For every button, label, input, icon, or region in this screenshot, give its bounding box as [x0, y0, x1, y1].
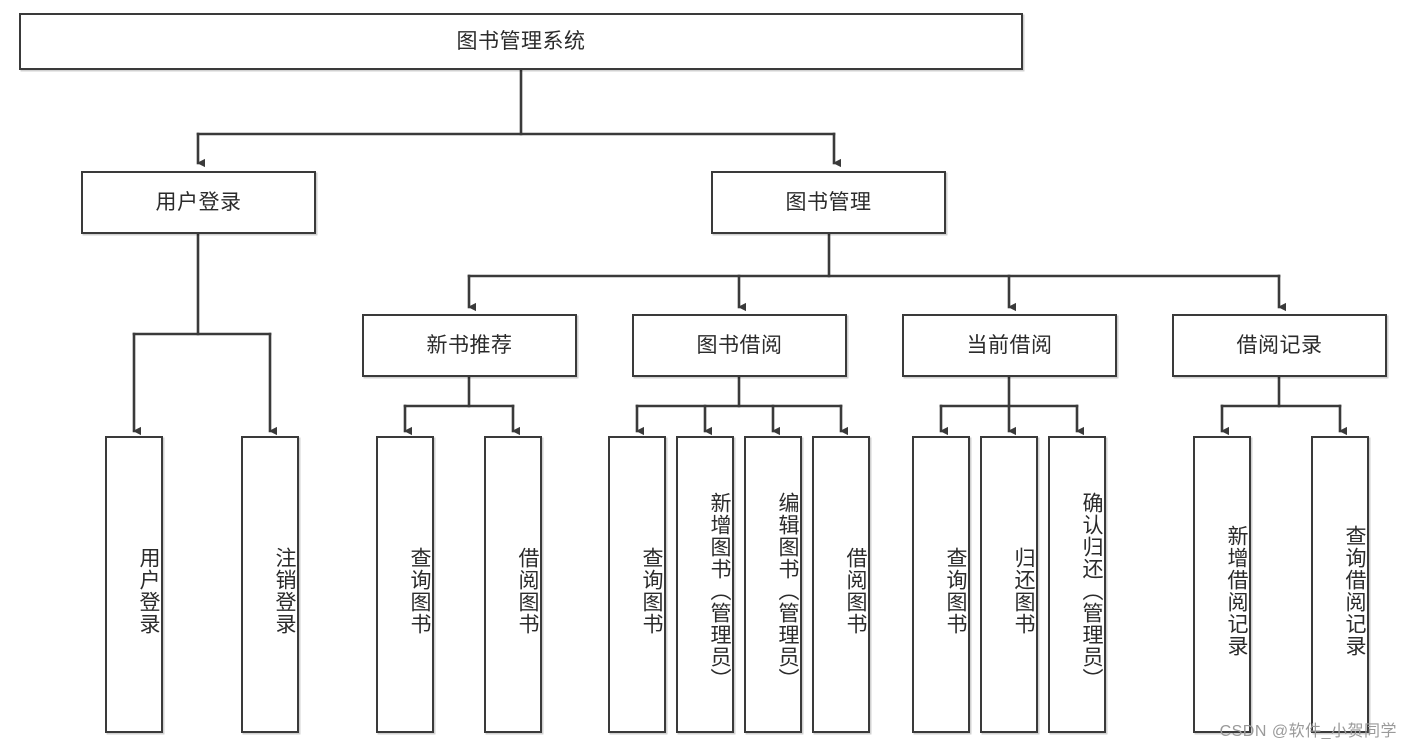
leaf-user-login[interactable]: 用户登录 — [105, 436, 163, 733]
node-borrow-record[interactable]: 借阅记录 — [1172, 314, 1387, 377]
node-book-borrow[interactable]: 图书借阅 — [632, 314, 847, 377]
leaf-query-book-recommend[interactable]: 查询图书 — [376, 436, 434, 733]
leaf-add-borrow-record[interactable]: 新增借阅记录 — [1193, 436, 1251, 733]
leaf-borrow-book-recommend[interactable]: 借阅图书 — [484, 436, 542, 733]
node-new-book-recommend[interactable]: 新书推荐 — [362, 314, 577, 377]
leaf-query-book-current[interactable]: 查询图书 — [912, 436, 970, 733]
node-current-borrow[interactable]: 当前借阅 — [902, 314, 1117, 377]
leaf-query-borrow-record[interactable]: 查询借阅记录 — [1311, 436, 1369, 733]
leaf-confirm-return-admin[interactable]: 确认归还（管理员） — [1048, 436, 1106, 733]
node-book-management[interactable]: 图书管理 — [711, 171, 946, 234]
leaf-edit-book-admin[interactable]: 编辑图书（管理员） — [744, 436, 802, 733]
node-user-login[interactable]: 用户登录 — [81, 171, 316, 234]
leaf-add-book-admin[interactable]: 新增图书（管理员） — [676, 436, 734, 733]
leaf-query-book-borrow[interactable]: 查询图书 — [608, 436, 666, 733]
node-root-book-management-system[interactable]: 图书管理系统 — [19, 13, 1023, 70]
leaf-borrow-book[interactable]: 借阅图书 — [812, 436, 870, 733]
leaf-return-book[interactable]: 归还图书 — [980, 436, 1038, 733]
leaf-user-logout[interactable]: 注销登录 — [241, 436, 299, 733]
